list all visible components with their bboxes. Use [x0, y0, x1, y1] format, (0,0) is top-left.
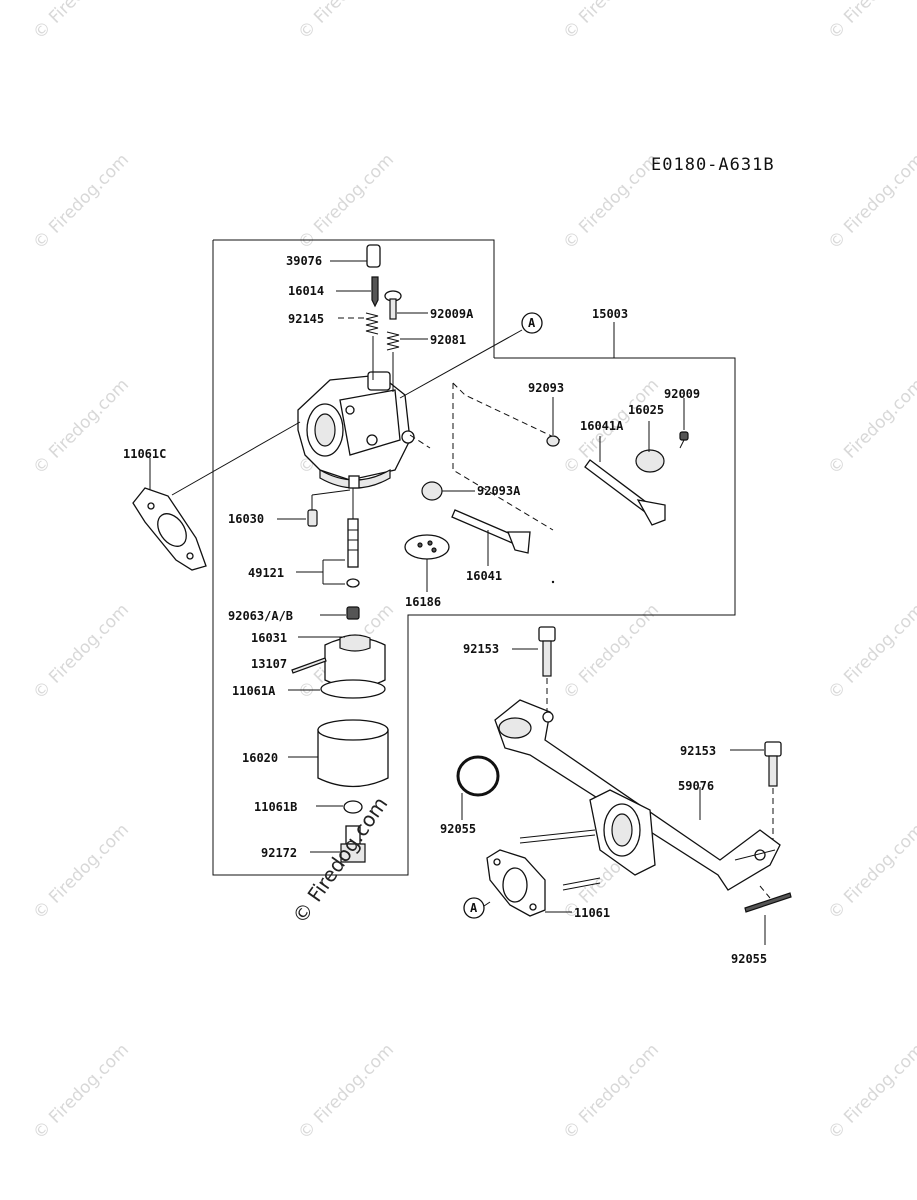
part-92172-bolt: [340, 825, 366, 863]
diagram-code: E0180-A631B: [651, 155, 775, 175]
part-16025-plate: [635, 449, 665, 473]
label-39076: 39076: [286, 254, 322, 268]
watermark: © Firedog.com: [559, 0, 663, 44]
part-92093A-bushing: [421, 481, 443, 501]
part-92153-bolt-upper: [538, 626, 556, 677]
label-11061A: 11061A: [232, 684, 276, 698]
label-92093A: 92093A: [477, 484, 521, 498]
part-16030-jet: [307, 509, 318, 527]
carburetor-body: [297, 371, 415, 489]
label-59076: 59076: [678, 779, 714, 793]
label-92093: 92093: [528, 381, 564, 395]
watermark: © Firedog.com: [824, 1040, 917, 1144]
part-11061A-oring: [320, 679, 386, 699]
part-39076-cap: [366, 244, 381, 268]
part-92009-screw: [679, 431, 689, 449]
part-92081-spring: [386, 331, 400, 351]
part-16014-needle: [371, 276, 379, 308]
label-16030: 16030: [228, 512, 264, 526]
label-11061B: 11061B: [254, 800, 297, 814]
part-92009A-screw: [384, 290, 402, 320]
label-92055-right: 92055: [731, 952, 767, 966]
part-16186-plate: [404, 534, 450, 560]
part-92093-bushing: [546, 435, 560, 447]
watermark: © Firedog.com: [29, 820, 133, 924]
part-13107-pin: [291, 657, 327, 674]
label-92063AB: 92063/A/B: [228, 609, 293, 623]
label-49121: 49121: [248, 566, 284, 580]
watermark: © Firedog.com: [29, 600, 133, 704]
watermark: © Firedog.com: [559, 1040, 663, 1144]
watermark: © Firedog.com: [294, 1040, 398, 1144]
watermark: © Firedog.com: [824, 375, 917, 479]
part-16031-float: [324, 634, 386, 689]
part-92063-jet: [346, 606, 360, 620]
callout-letter-bottom: A: [470, 901, 478, 915]
part-59076-manifold: [494, 699, 781, 891]
stud-lower: [562, 877, 601, 891]
label-92009A: 92009A: [430, 307, 474, 321]
label-92055-left: 92055: [440, 822, 476, 836]
label-11061C: 11061C: [123, 447, 166, 461]
watermark: © Firedog.com: [29, 1040, 133, 1144]
label-16041A: 16041A: [580, 419, 624, 433]
watermark: © Firedog.com: [29, 150, 133, 254]
label-92081: 92081: [430, 333, 466, 347]
label-92145: 92145: [288, 312, 324, 326]
linkage-frame: [407, 357, 736, 630]
label-92172: 92172: [261, 846, 297, 860]
label-92153-lower: 92153: [680, 744, 716, 758]
part-11061-gasket: [486, 849, 546, 917]
label-16041: 16041: [466, 569, 502, 583]
part-16020-bowl: [317, 719, 389, 788]
part-11061B-washer: [343, 800, 363, 814]
carburetor-frame: [212, 239, 495, 876]
part-92055-strip: [744, 892, 792, 913]
watermark: © Firedog.com: [559, 150, 663, 254]
watermark: © Firedog.com: [294, 0, 398, 44]
label-16025: 16025: [628, 403, 664, 417]
callout-circle-top: [521, 312, 543, 334]
label-15003: 15003: [592, 307, 628, 321]
watermark: © Firedog.com: [294, 150, 398, 254]
part-92153-bolt-lower: [764, 741, 782, 787]
label-92153-upper: 92153: [463, 642, 499, 656]
label-11061: 11061: [574, 906, 610, 920]
label-16020: 16020: [242, 751, 278, 765]
watermark: © Firedog.com: [559, 600, 663, 704]
watermark: © Firedog.com: [824, 0, 917, 44]
watermark: © Firedog.com: [29, 375, 133, 479]
callout-letter-top: A: [528, 316, 536, 330]
part-11061C-gasket: [132, 487, 207, 571]
label-13107: 13107: [251, 657, 287, 671]
callout-circle-bottom: [463, 897, 485, 919]
label-16031: 16031: [251, 631, 287, 645]
label-16014: 16014: [288, 284, 324, 298]
part-92145-spring: [365, 312, 379, 335]
watermark: © Firedog.com: [29, 0, 133, 44]
part-16041-shaft: [451, 509, 531, 554]
label-16186: 16186: [405, 595, 441, 609]
dot-mark: [551, 580, 555, 584]
watermark: © Firedog.com: [824, 150, 917, 254]
label-92009: 92009: [664, 387, 700, 401]
part-16041A-shaft: [584, 459, 666, 526]
part-49121-tube: [346, 518, 360, 588]
watermark: © Firedog.com: [824, 820, 917, 924]
stud-upper: [519, 829, 596, 844]
watermark: © Firedog.com: [824, 600, 917, 704]
part-92055-oring: [456, 755, 500, 797]
watermark-inline: © Firedog.com: [287, 792, 392, 928]
